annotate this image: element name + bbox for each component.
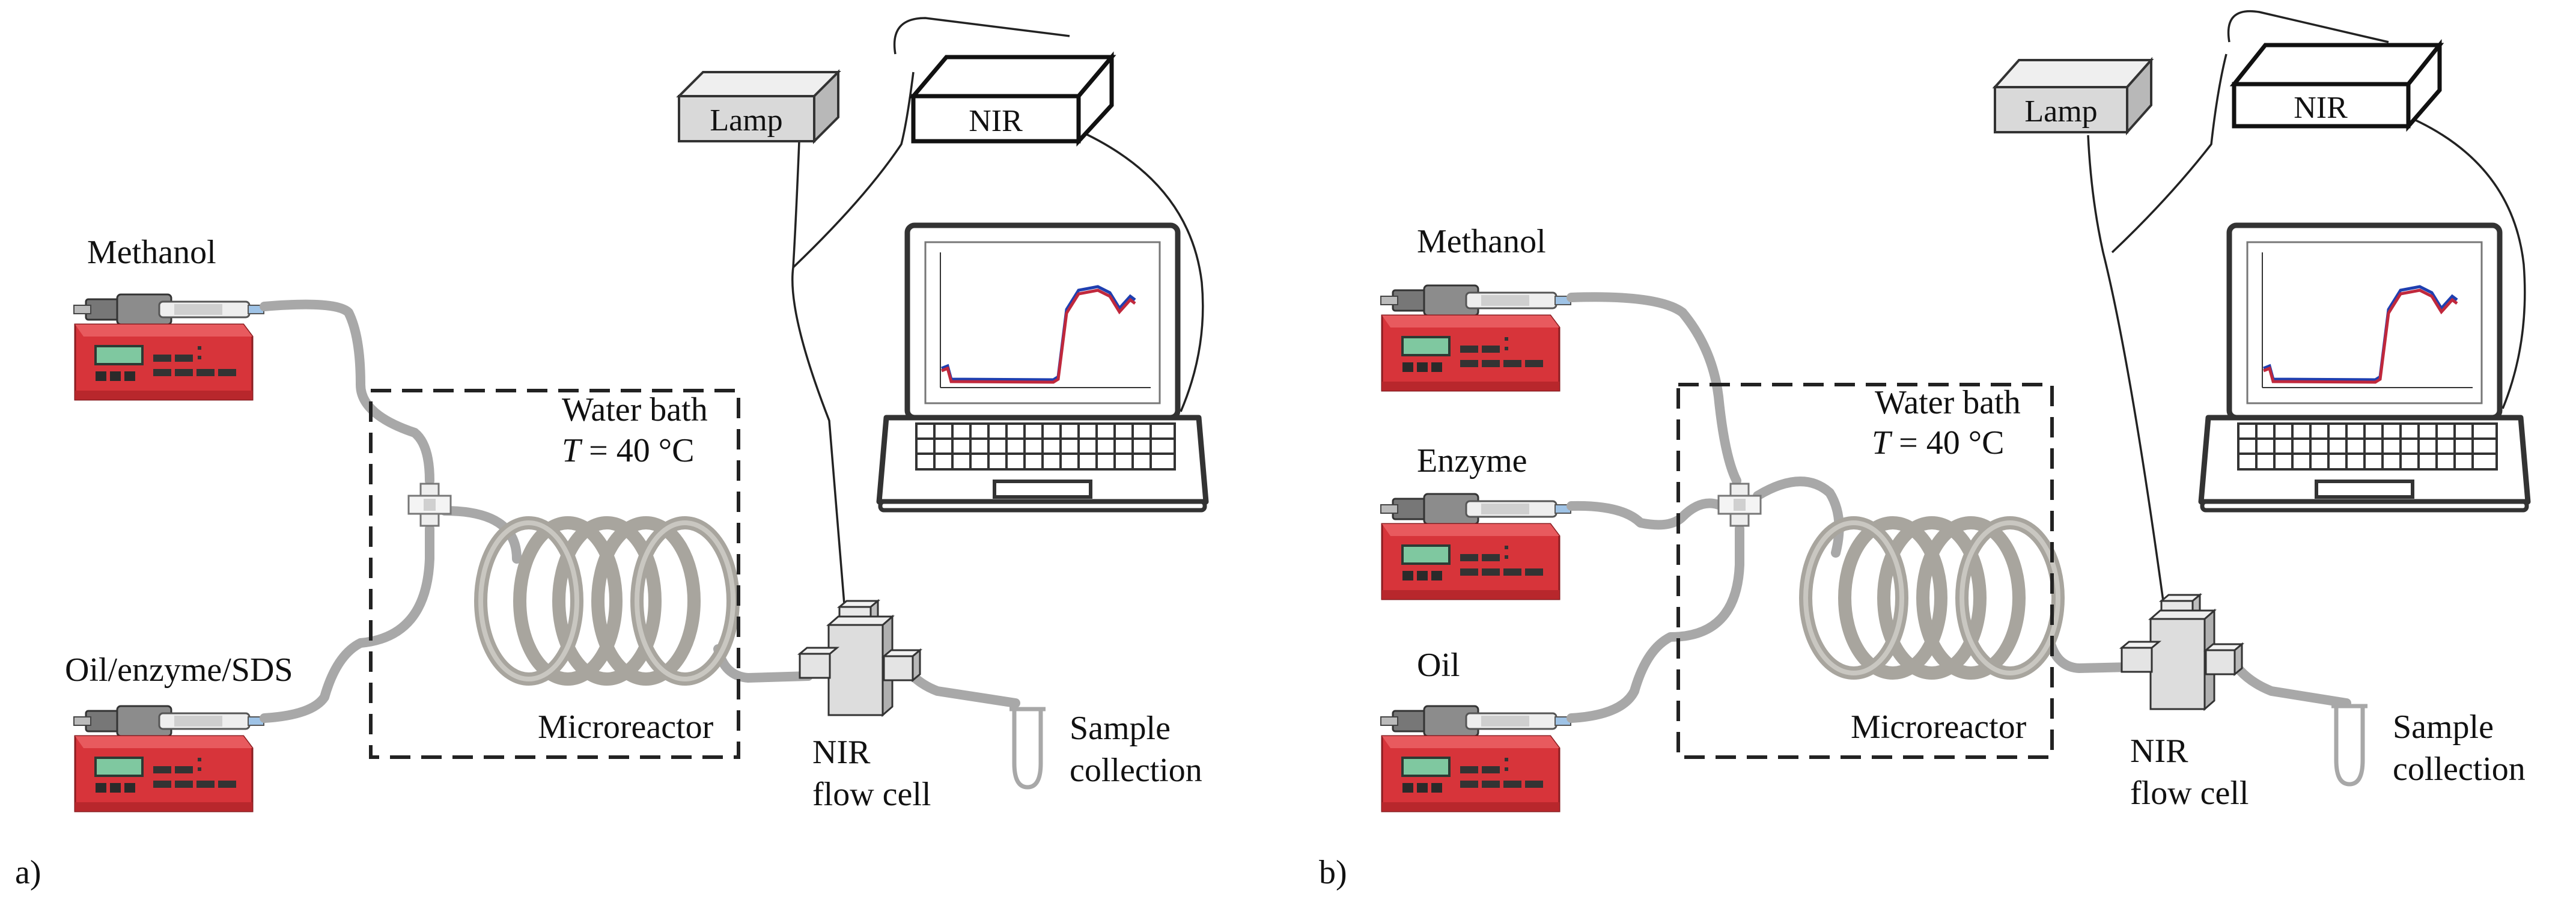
water-bath-label: Water bath <box>1875 384 2021 421</box>
flow-cell-label-line2: flow cell <box>2130 775 2249 812</box>
syringe-pump-icon <box>1380 705 1572 812</box>
nir-label: NIR <box>969 104 1023 138</box>
laptop-keyboard <box>2237 422 2498 471</box>
t-connector-icon <box>1717 483 1762 527</box>
lamp-label: Lamp <box>710 103 782 138</box>
lamp-icon: Lamp <box>676 69 841 144</box>
laptop-keyboard <box>915 422 1176 471</box>
water-bath-box <box>369 389 740 759</box>
flow-cell-label-line1: NIR <box>812 734 871 771</box>
nir-spectrometer-icon: NIR <box>2229 39 2444 132</box>
reagent-label-oil: Oil <box>1417 647 1460 684</box>
t-connector-icon <box>407 483 452 527</box>
sample-label-line2: collection <box>1070 752 1202 789</box>
panel-label-a: a) <box>15 854 41 891</box>
temperature-label: T = 40 °C <box>1872 424 2004 462</box>
syringe-pump-icon <box>1380 493 1572 600</box>
lamp-label: Lamp <box>2024 94 2097 129</box>
panel-b: Lamp NIR Methanol Enzyme <box>1319 10 2528 891</box>
syringe-pump-icon <box>73 705 265 812</box>
optical-fiber-wires <box>2087 10 2526 602</box>
flow-cell-label-line2: flow cell <box>812 776 931 813</box>
coil-icon <box>1799 516 2065 680</box>
syringe-pump-icon <box>1380 284 1572 392</box>
flow-cell-label-line1: NIR <box>2130 733 2188 770</box>
panel-a: Lamp NIR Methanol <box>15 17 1206 891</box>
syringe-pump-icon <box>73 293 265 401</box>
lamp-icon: Lamp <box>1992 56 2154 136</box>
coil-icon <box>474 516 740 686</box>
reagent-label-methanol: Methanol <box>87 234 216 271</box>
water-bath-label: Water bath <box>562 391 708 428</box>
panel-label-b: b) <box>1319 854 1347 891</box>
reagent-label-methanol: Methanol <box>1417 223 1546 260</box>
nir-spectrometer-icon: NIR <box>909 51 1116 147</box>
temperature-label: T = 40 °C <box>562 432 694 469</box>
microreactor-label: Microreactor <box>538 708 714 746</box>
flow-cell-icon <box>2121 594 2243 710</box>
optical-fiber-wires <box>791 17 1204 605</box>
reagent-label-oil-enzyme-sds: Oil/enzyme/SDS <box>65 651 293 689</box>
sample-label-line1: Sample <box>2393 708 2494 746</box>
reagent-label-enzyme: Enzyme <box>1417 442 1527 480</box>
flow-cell-icon <box>799 600 921 716</box>
sample-tube-icon <box>1009 709 1046 787</box>
nir-label: NIR <box>2294 91 2348 125</box>
sample-tube-icon <box>2331 706 2367 784</box>
sample-label-line2: collection <box>2393 751 2526 788</box>
sample-label-line1: Sample <box>1070 710 1171 747</box>
microreactor-label: Microreactor <box>1851 708 2027 746</box>
